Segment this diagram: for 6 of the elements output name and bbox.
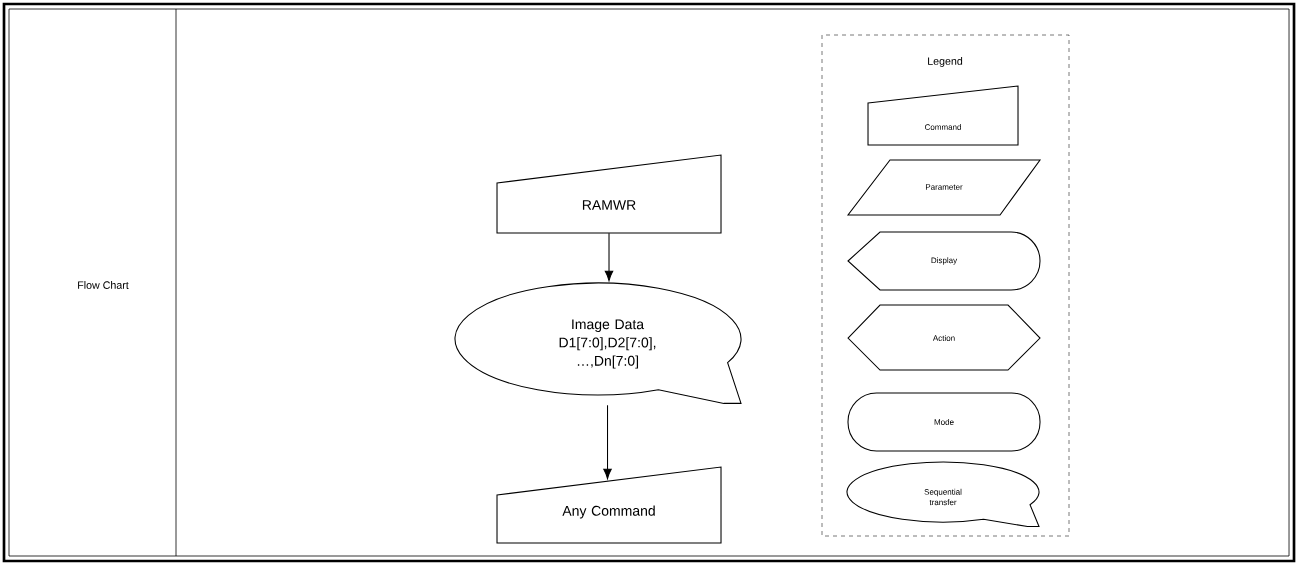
command-box: Any Command <box>496 466 722 544</box>
arrow <box>603 404 612 480</box>
action-hexagon: Action <box>847 304 1041 371</box>
arrow <box>604 232 614 282</box>
command-box: RAMWR <box>496 154 722 234</box>
cell-text: Flow Chart <box>78 281 129 289</box>
